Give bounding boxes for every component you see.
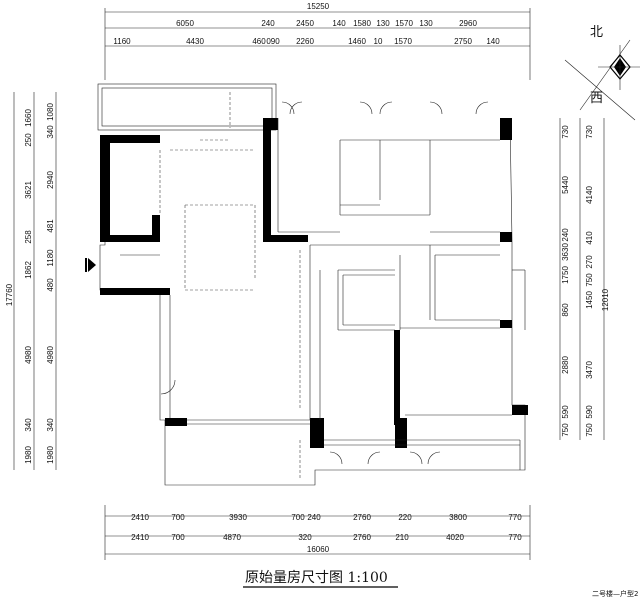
dimension-label: 700 <box>171 513 185 522</box>
dimension-label: 1080 <box>46 103 55 121</box>
dimension-label: 2410 <box>131 513 149 522</box>
dimension-label: 1980 <box>24 446 33 464</box>
dimension-label: 250 <box>24 133 33 147</box>
dimension-label: 750 <box>561 423 570 437</box>
dimension-label: 410 <box>585 231 594 245</box>
dimension-label: 700 <box>171 533 185 542</box>
dimension-label: 258 <box>24 230 33 244</box>
dimension-label: 340 <box>46 418 55 432</box>
dimension-label: 3630 <box>561 243 570 261</box>
top-overall-dim: 15250 <box>307 2 330 11</box>
compass-north-label: 北 <box>590 25 603 40</box>
dimension-label: 340 <box>24 418 33 432</box>
dimension-label: 480 <box>46 278 55 292</box>
dimension-label: 481 <box>46 219 55 233</box>
dimension-label: 2960 <box>459 19 477 28</box>
dimension-label: 4140 <box>585 186 594 204</box>
dimension-label: 4980 <box>24 346 33 364</box>
top-dimension-chains: 15250 6050 240 2450 140 1580 130 1570 130 2960 1… <box>104 2 531 80</box>
dimension-label: 3800 <box>449 513 467 522</box>
dimension-label: 2760 <box>353 513 371 522</box>
footer-note: 二号楼—户型2 <box>592 589 638 598</box>
door-swings <box>160 101 489 465</box>
dimension-label: 240 <box>307 513 321 522</box>
dimension-label: 860 <box>561 303 570 317</box>
dimension-label: 1450 <box>585 291 594 309</box>
dimension-label: 6050 <box>176 19 194 28</box>
dimension-label: 140 <box>332 19 346 28</box>
dimension-label: 2880 <box>561 356 570 374</box>
dimension-label: 090 <box>266 37 280 46</box>
dimension-label: 320 <box>298 533 312 542</box>
dimension-label: 240 <box>561 228 570 242</box>
dimension-label: 4430 <box>186 37 204 46</box>
dimension-label: 1570 <box>395 19 413 28</box>
dimension-label: 2260 <box>296 37 314 46</box>
dimension-label: 3930 <box>229 513 247 522</box>
dimension-label: 1660 <box>24 109 33 127</box>
dimension-label: 1570 <box>394 37 412 46</box>
compass-rose-icon <box>564 39 640 121</box>
dimension-label: 590 <box>585 405 594 419</box>
dimension-label: 130 <box>419 19 433 28</box>
dimension-label: 460 <box>252 37 266 46</box>
dimension-label: 2750 <box>454 37 472 46</box>
compass-west-label: 西 <box>590 91 603 106</box>
dimension-label: 210 <box>395 533 409 542</box>
dimension-label: 700 <box>291 513 305 522</box>
dimension-label: 2410 <box>131 533 149 542</box>
dimension-label: 1580 <box>353 19 371 28</box>
bottom-overall-dim: 16060 <box>307 545 330 554</box>
dimension-label: 340 <box>46 125 55 139</box>
dimension-label: 130 <box>376 19 390 28</box>
plan-dashed-lines <box>159 92 301 480</box>
dimension-label: 590 <box>561 405 570 419</box>
dimension-label: 1980 <box>46 446 55 464</box>
dimension-label: 1862 <box>24 261 33 279</box>
dimension-label: 1160 <box>113 37 131 46</box>
dimension-label: 770 <box>508 533 522 542</box>
dimension-label: 240 <box>261 19 275 28</box>
right-overall-dim: 12010 <box>601 288 610 311</box>
drawing-title: 原始量房尺寸图 1:100 <box>245 570 388 586</box>
dimension-label: 1180 <box>46 249 55 267</box>
dimension-label: 730 <box>561 125 570 139</box>
dimension-label: 4020 <box>446 533 464 542</box>
dimension-label: 770 <box>508 513 522 522</box>
dimension-label: 750 <box>585 273 594 287</box>
dimension-label: 730 <box>585 125 594 139</box>
dimension-label: 5440 <box>561 176 570 194</box>
dimension-label: 3470 <box>585 361 594 379</box>
dimension-label: 2450 <box>296 19 314 28</box>
dimension-label: 10 <box>374 37 383 46</box>
dimension-label: 3621 <box>24 181 33 199</box>
dimension-label: 1460 <box>348 37 366 46</box>
dimension-label: 270 <box>585 255 594 269</box>
dimension-label: 220 <box>398 513 412 522</box>
dimension-label: 2940 <box>46 171 55 189</box>
dimension-label: 1750 <box>561 266 570 284</box>
dimension-label: 4980 <box>46 346 55 364</box>
dimension-label: 4870 <box>223 533 241 542</box>
left-overall-dim: 17760 <box>5 283 14 306</box>
dimension-label: 750 <box>585 423 594 437</box>
left-dimension-chains: 17760 1660 250 3621 258 1862 4980 340 1980 1080… <box>5 92 57 470</box>
dimension-label: 140 <box>486 37 500 46</box>
plan-walls <box>97 83 528 486</box>
dimension-label: 2760 <box>353 533 371 542</box>
entry-arrow-icon <box>85 258 96 272</box>
